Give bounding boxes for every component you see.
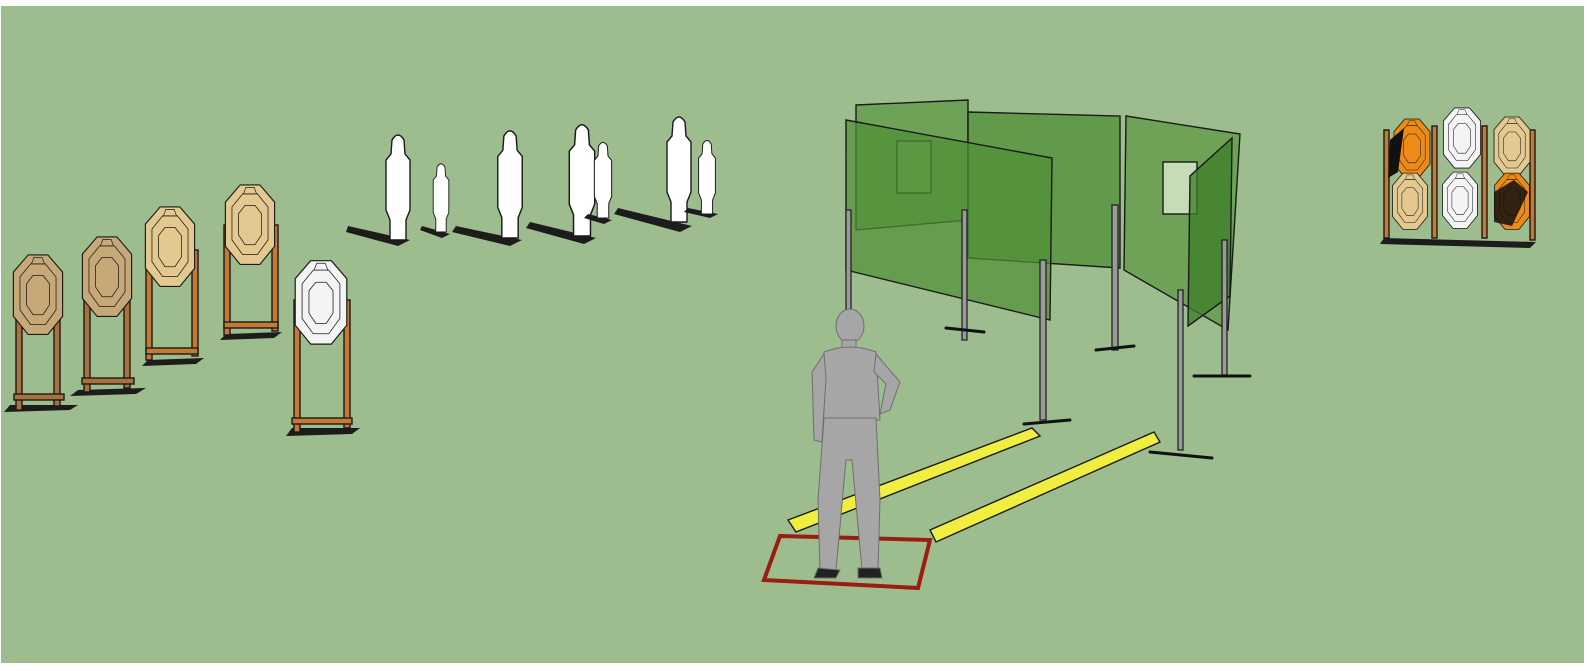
stacked-targets-right [1380,108,1536,248]
